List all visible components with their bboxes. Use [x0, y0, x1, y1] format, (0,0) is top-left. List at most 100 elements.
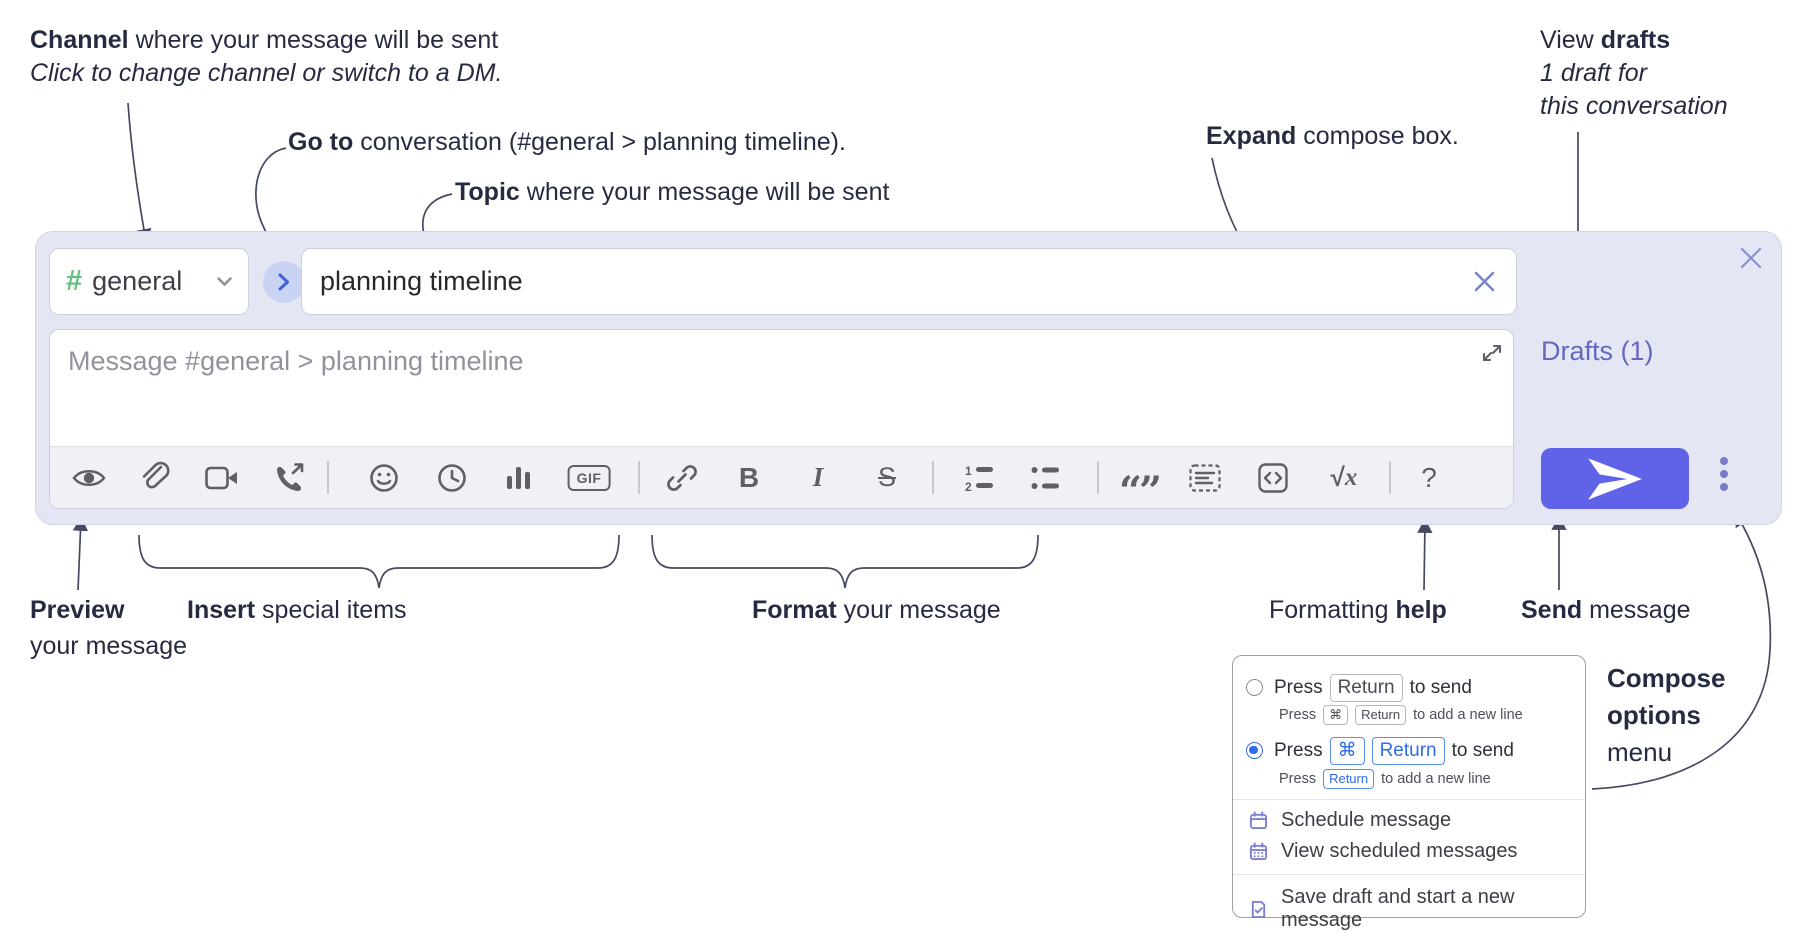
numbered-list-button[interactable]: 1 2 [965, 447, 995, 508]
code-button[interactable] [1258, 447, 1288, 508]
bold-button[interactable]: B [738, 461, 760, 493]
chevron-down-icon [217, 276, 232, 286]
go-to-conversation-button[interactable] [263, 261, 305, 303]
channel-name: general [92, 266, 183, 296]
spoiler-icon [1189, 463, 1221, 492]
expand-annotation: Expand compose box. [1206, 122, 1459, 150]
poll-button[interactable] [507, 447, 531, 508]
return-key: Return [1355, 705, 1407, 725]
draft-note-icon [1251, 900, 1266, 918]
enter-sends-option[interactable]: Press Return to send [1233, 674, 1585, 702]
return-key: Return [1329, 674, 1403, 702]
cmd-enter-sends-subtext: Press Return to add a new line [1279, 769, 1491, 789]
attach-file-button[interactable] [138, 447, 170, 508]
svg-text:1: 1 [965, 464, 972, 478]
eye-icon [72, 469, 106, 486]
cmd-key: ⌘ [1329, 737, 1365, 765]
channel-hash-icon: # [66, 265, 83, 297]
clear-topic-icon[interactable] [1467, 270, 1516, 293]
cmd-enter-sends-option[interactable]: Press ⌘ Return to send [1233, 737, 1585, 765]
goto-annotation: Go to conversation (#general > planning … [288, 128, 846, 156]
formatting-help-button[interactable]: ? [1421, 461, 1437, 493]
math-button[interactable]: √x [1331, 447, 1358, 508]
global-time-button[interactable] [437, 447, 467, 508]
insert-annotation: Insert special items [187, 596, 407, 624]
numbered-list-icon: 1 2 [965, 464, 993, 492]
spoiler-button[interactable] [1189, 447, 1221, 508]
drafts-link[interactable]: Drafts (1) [1541, 336, 1654, 366]
compose-toolbar: GIF B I S [50, 446, 1513, 511]
bulleted-list-button[interactable] [1031, 447, 1061, 508]
channel-annotation: Channel where your message will be sent … [30, 26, 503, 87]
ellipsis-dot [1720, 483, 1728, 491]
schedule-message-item[interactable]: Schedule message [1233, 809, 1601, 832]
toolbar-divider [327, 461, 329, 494]
cmd-key: ⌘ [1323, 705, 1349, 725]
message-input[interactable] [50, 330, 1513, 440]
compose-options-menu: Press Return to send Press ⌘ Return to a… [1232, 655, 1586, 931]
smiley-icon [370, 463, 398, 492]
toolbar-divider [1097, 461, 1099, 494]
strikethrough-button[interactable]: S [877, 462, 897, 492]
audio-call-button[interactable] [274, 447, 306, 508]
topic-annotation: Topic where your message will be sent [455, 178, 890, 206]
toolbar-divider [1389, 461, 1391, 494]
preview-button[interactable] [71, 447, 107, 508]
send-annotation: Send message [1521, 596, 1691, 624]
menu-divider [1233, 874, 1585, 875]
formatting-help-annotation: Formatting help [1269, 596, 1447, 624]
video-call-button[interactable] [205, 447, 239, 508]
bulleted-list-icon [1031, 466, 1059, 489]
help-arrow [1417, 518, 1433, 591]
quote-button[interactable]: “” [1118, 467, 1162, 515]
gif-button[interactable]: GIF [567, 447, 611, 508]
close-compose-icon[interactable] [1738, 245, 1764, 276]
svg-text:2: 2 [965, 480, 972, 492]
link-icon [667, 464, 697, 491]
menu-divider [1233, 799, 1585, 800]
save-draft-item[interactable]: Save draft and start a new message [1233, 886, 1601, 932]
compose-options-button[interactable] [1716, 457, 1732, 491]
sqrt-glyph: √ [1330, 462, 1345, 492]
math-x-glyph: x [1344, 463, 1358, 491]
return-key: Return [1371, 737, 1445, 765]
ellipsis-dot [1720, 457, 1728, 465]
toolbar-divider [932, 461, 934, 494]
toolbar-divider [638, 461, 640, 494]
send-button[interactable] [1541, 448, 1689, 509]
topic-field [301, 248, 1517, 315]
preview-annotation: Preview your message [30, 596, 188, 660]
code-icon [1258, 462, 1288, 493]
gif-icon: GIF [567, 464, 611, 491]
paperclip-icon [142, 461, 170, 488]
clock-icon [438, 463, 466, 492]
expand-compose-icon[interactable] [1481, 342, 1503, 369]
calendar-icon [1249, 811, 1268, 830]
emoji-button[interactable] [369, 447, 399, 508]
format-brace [651, 534, 1039, 589]
message-panel: GIF B I S [49, 329, 1514, 511]
chevron-right-icon [278, 273, 289, 291]
phone-call-icon [277, 462, 304, 491]
return-key: Return [1323, 769, 1375, 789]
channel-arrow [127, 102, 152, 244]
enter-sends-subtext: Press ⌘ Return to add a new line [1279, 705, 1523, 725]
drafts-annotation: View drafts 1 draft for this conversatio… [1540, 26, 1728, 120]
format-annotation: Format your message [752, 596, 1001, 624]
link-button[interactable] [666, 447, 698, 508]
italic-button[interactable]: I [812, 462, 824, 492]
bar-chart-icon [507, 466, 530, 489]
send-icon [1588, 457, 1642, 500]
compose-box: # general [35, 231, 1782, 525]
video-camera-icon [205, 466, 237, 489]
radio-unselected-icon[interactable] [1246, 679, 1263, 697]
compose-options-annotation: Compose options menu [1607, 663, 1726, 767]
radio-selected-icon[interactable] [1246, 742, 1263, 760]
topic-input[interactable] [302, 266, 1467, 297]
preview-arrow [72, 516, 89, 591]
view-scheduled-messages-item[interactable]: View scheduled messages [1233, 840, 1601, 863]
calendar-grid-icon [1249, 842, 1268, 861]
insert-brace [138, 534, 620, 589]
channel-selector[interactable]: # general [49, 248, 249, 315]
